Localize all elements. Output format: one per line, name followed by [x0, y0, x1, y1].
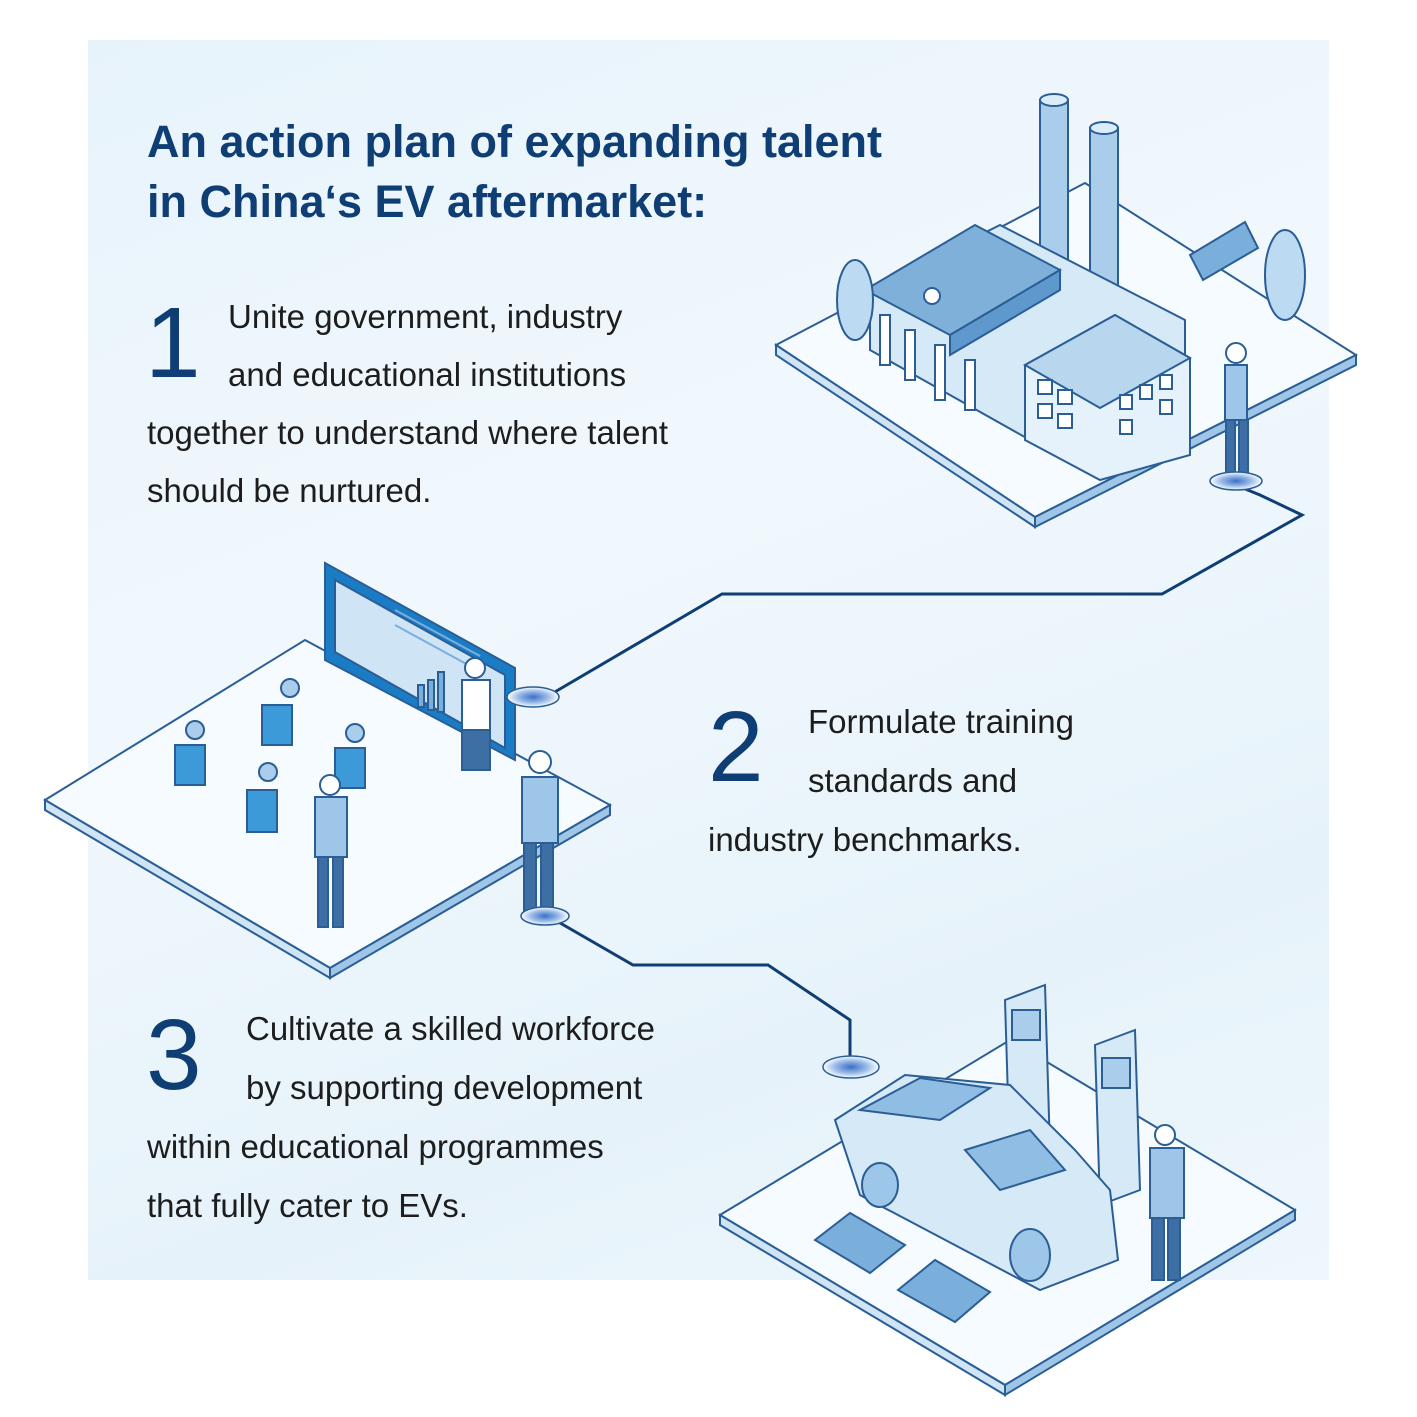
ev-charging-illustration	[718, 983, 1297, 1397]
title-line-1: An action plan of expanding talent	[147, 116, 883, 167]
step-3-line-4: that fully cater to EVs.	[147, 1187, 468, 1224]
connector-path	[547, 482, 1306, 1063]
step-2-line-1: Formulate training	[808, 703, 1074, 740]
step-2-line-2: standards and	[808, 762, 1018, 799]
step-1-line-1: Unite government, industry	[228, 298, 623, 335]
factory-illustration	[774, 93, 1359, 529]
step-1-number: 1	[145, 287, 201, 399]
node-1	[1209, 471, 1263, 491]
step-2-line-3: industry benchmarks.	[708, 821, 1022, 858]
node-2a	[506, 686, 560, 708]
node-3	[822, 1055, 880, 1079]
step-3-line-1: Cultivate a skilled workforce	[246, 1010, 655, 1047]
step-1-line-3: together to understand where talent	[147, 414, 669, 451]
step-2-number: 2	[708, 691, 764, 803]
step-3-line-2: by supporting development	[246, 1069, 643, 1106]
title-line-2: in China‘s EV aftermarket:	[147, 176, 708, 227]
step-1-line-4: should be nurtured.	[147, 472, 432, 509]
step-3-number: 3	[146, 999, 202, 1111]
page-title: An action plan of expanding talent in Ch…	[147, 112, 1007, 232]
step-3-line-3: within educational programmes	[147, 1128, 604, 1165]
classroom-illustration	[43, 561, 613, 980]
node-2b	[520, 906, 570, 926]
step-1-line-2: and educational institutions	[228, 356, 627, 393]
